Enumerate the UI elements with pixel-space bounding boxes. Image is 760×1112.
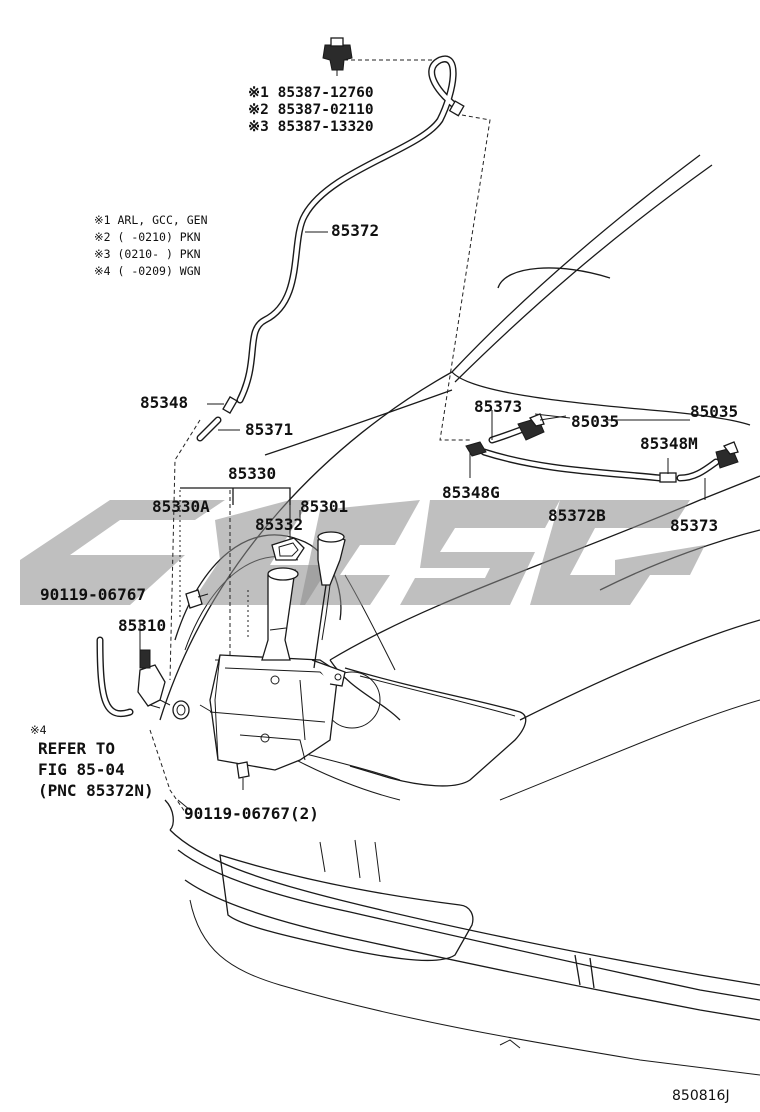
label-90119-lower: 90119-06767(2) <box>184 804 319 823</box>
bolt-90119-upper <box>185 589 209 609</box>
washer-nozzle-icon <box>322 37 353 76</box>
washer-tank-85330 <box>180 487 346 771</box>
label-85348G: 85348G <box>442 483 500 502</box>
pipe-85371 <box>196 416 240 442</box>
label-90119-upper: 90119-06767 <box>40 585 146 604</box>
note-3: ※3 (0210- ) PKN <box>94 247 201 261</box>
label-85372B: 85372B <box>548 506 606 525</box>
grommet <box>172 700 190 720</box>
label-85373-lower: 85373 <box>670 516 718 535</box>
application-notes: ※1 ARL, GCC, GEN ※2 ( -0210) PKN ※3 (021… <box>94 213 208 278</box>
bolt-90119-lower <box>177 761 250 811</box>
leader-lines <box>139 231 690 650</box>
refer-note: ※4 REFER TO FIG 85-04 (PNC 85372N) <box>30 723 154 800</box>
routing-lines <box>149 59 491 813</box>
note-1: ※1 ARL, GCC, GEN <box>94 213 208 227</box>
note-2: ※2 ( -0210) PKN <box>94 230 201 244</box>
label-85373-upper: 85373 <box>474 397 522 416</box>
label-85332: 85332 <box>255 515 303 534</box>
nozzle-pn-1: ※1 85387-12760 <box>248 85 374 101</box>
label-85301: 85301 <box>300 497 348 516</box>
part-labels: 85372 85348 85371 85330 85330A 85301 853… <box>40 221 738 823</box>
refer-line-1: REFER TO <box>38 739 115 758</box>
refer-line-2: FIG 85-04 <box>38 760 125 779</box>
label-85330: 85330 <box>228 464 276 483</box>
label-85372: 85372 <box>331 221 379 240</box>
label-85371: 85371 <box>245 420 293 439</box>
refer-line-3: (PNC 85372N) <box>38 781 154 800</box>
rear-hose-85372B <box>465 413 739 500</box>
note-4: ※4 ( -0209) WGN <box>94 264 201 278</box>
level-gauge-85301 <box>313 531 346 669</box>
label-85035-left: 85035 <box>571 412 619 431</box>
nozzle-pn-2: ※2 85387-02110 <box>248 102 374 118</box>
washer-hose-85372 <box>236 55 465 404</box>
refer-mark: ※4 <box>30 723 47 737</box>
figure-code: 850816J <box>672 1088 730 1104</box>
connector-85348 <box>207 396 238 414</box>
gasket-85332 <box>271 537 305 561</box>
label-85310: 85310 <box>118 616 166 635</box>
label-85348: 85348 <box>140 393 188 412</box>
nozzle-part-numbers: ※1 85387-12760 ※2 85387-02110 ※3 85387-1… <box>248 85 374 135</box>
label-85035-right: 85035 <box>690 402 738 421</box>
nozzle-pn-3: ※3 85387-13320 <box>248 119 374 135</box>
car-body-outline <box>159 154 760 1076</box>
washer-pump-85310 <box>96 636 166 718</box>
label-85348M: 85348M <box>640 434 698 453</box>
label-85330A: 85330A <box>152 497 210 516</box>
